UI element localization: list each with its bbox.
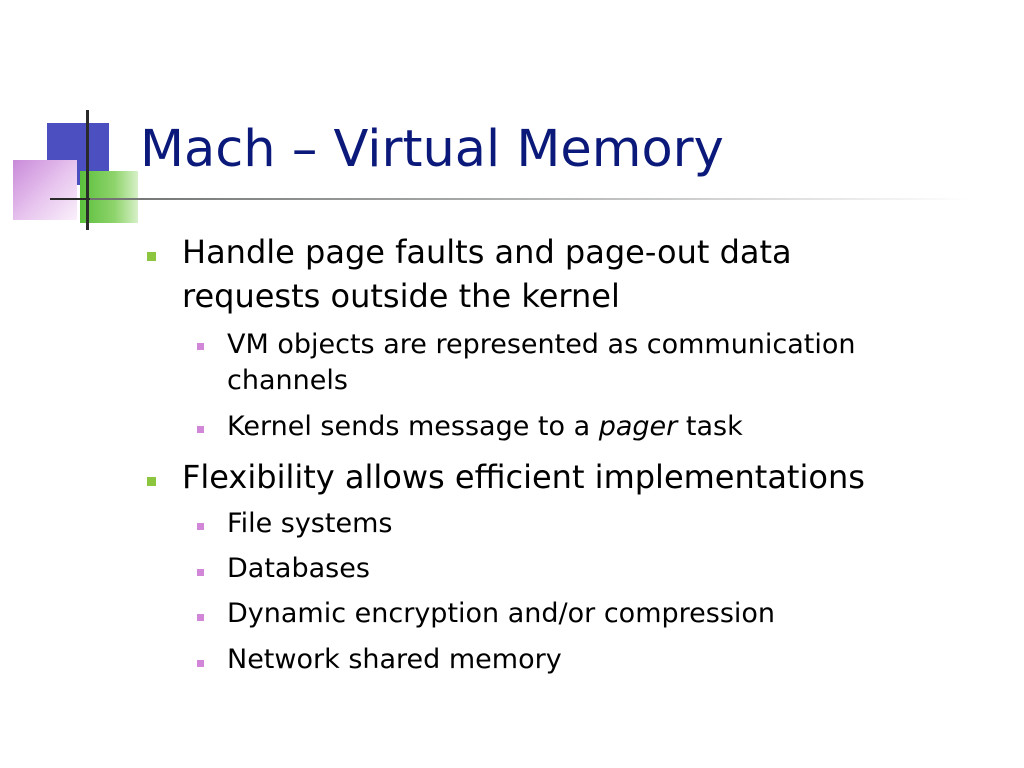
- title-underline-rule: [90, 198, 970, 200]
- sub-bullet-text: VM objects are represented as communicat…: [227, 329, 856, 360]
- sub-bullet-text: Databases: [227, 553, 370, 584]
- small-square-bullet-icon: [197, 523, 204, 530]
- decorative-squares-logo: [0, 0, 160, 240]
- sub-bullet-text: channels: [227, 365, 348, 396]
- sub-bullet-text: Network shared memory: [227, 644, 562, 675]
- bullet-text: Flexibility allows efficient implementat…: [182, 458, 865, 496]
- emphasis-text: pager: [598, 411, 678, 442]
- small-square-bullet-icon: [197, 426, 204, 433]
- square-bullet-icon: [147, 252, 156, 261]
- sub-bullet-text: Dynamic encryption and/or compression: [227, 598, 776, 629]
- slide-title: Mach – Virtual Memory: [140, 120, 724, 179]
- small-square-bullet-icon: [197, 614, 204, 621]
- sub-bullet-text: File systems: [227, 508, 393, 539]
- vertical-line-decoration: [86, 110, 89, 230]
- sub-bullet-text-before: Kernel sends message to a: [227, 411, 599, 442]
- small-square-bullet-icon: [197, 343, 204, 350]
- sub-bullet-text-after: task: [677, 411, 743, 442]
- sub-bullet-text: Kernel sends message to a pager task: [227, 408, 743, 445]
- square-bullet-icon: [147, 477, 156, 486]
- small-square-bullet-icon: [197, 569, 204, 576]
- bullet-text: Handle page faults and page-out data: [182, 233, 792, 271]
- bullet-text: requests outside the kernel: [182, 277, 620, 315]
- pink-square-decoration: [13, 160, 77, 220]
- green-square-decoration: [80, 171, 138, 223]
- small-square-bullet-icon: [197, 660, 204, 667]
